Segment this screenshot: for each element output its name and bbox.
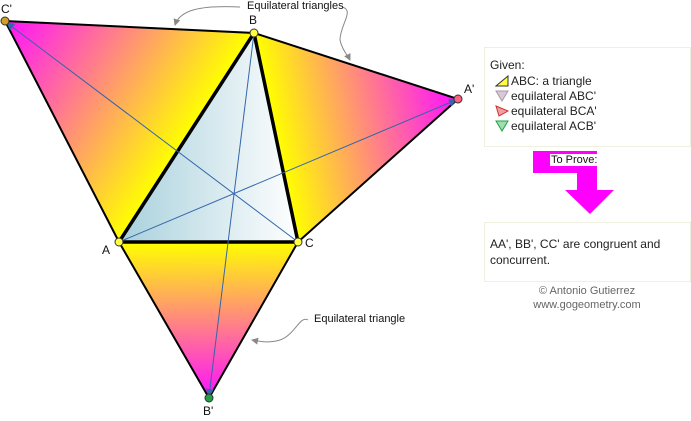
given-item: equilateral BCA' <box>495 103 690 118</box>
annotation-top: Equilateral triangles <box>247 0 344 12</box>
to-prove-arrow <box>533 151 614 214</box>
label-c: C <box>305 236 314 250</box>
point-a-prime <box>453 94 463 104</box>
label-b-prime: B' <box>203 404 214 418</box>
triangle-abc <box>115 28 301 244</box>
given-item: equilateral ACB' <box>495 118 690 133</box>
to-prove-box: AA', BB', CC' are congruent and concurre… <box>484 222 691 282</box>
annotation-bottom: Equilateral triangle <box>314 313 406 325</box>
segment-cc-prime <box>6 22 299 243</box>
label-a: A <box>102 243 111 257</box>
red-triangle-icon <box>495 104 509 117</box>
given-box: Given: ABC: a triangle equilateral ABC' … <box>484 47 691 147</box>
credit-author: © Antonio Gutierrez <box>538 285 636 297</box>
label-c-prime: C' <box>1 2 12 16</box>
green-triangle-icon <box>495 120 509 132</box>
credit-site: www.gogeometry.com <box>533 299 641 311</box>
yellow-triangle-icon <box>495 74 509 86</box>
point-c-prime <box>0 16 10 26</box>
annotation-arrow <box>173 6 241 26</box>
annotation-arrow <box>339 6 351 61</box>
to-prove-text: AA', BB', CC' are congruent and concurre… <box>490 237 661 267</box>
given-item: ABC: a triangle <box>495 73 690 88</box>
to-prove-label: To Prove: <box>550 154 599 166</box>
segment-aa-prime <box>118 99 457 243</box>
given-title: Given: <box>490 58 525 72</box>
point-b <box>249 28 259 38</box>
annotation-arrow <box>251 318 309 345</box>
equilateral-acb-prime <box>117 241 300 401</box>
segment-bb-prime <box>205 32 255 397</box>
given-item: equilateral ABC' <box>495 88 690 103</box>
label-a-prime: A' <box>464 82 475 96</box>
label-b: B <box>249 13 258 27</box>
point-a <box>114 237 124 247</box>
gray-triangle-icon <box>495 90 509 102</box>
point-c <box>293 237 303 247</box>
point-b-prime <box>204 393 214 403</box>
